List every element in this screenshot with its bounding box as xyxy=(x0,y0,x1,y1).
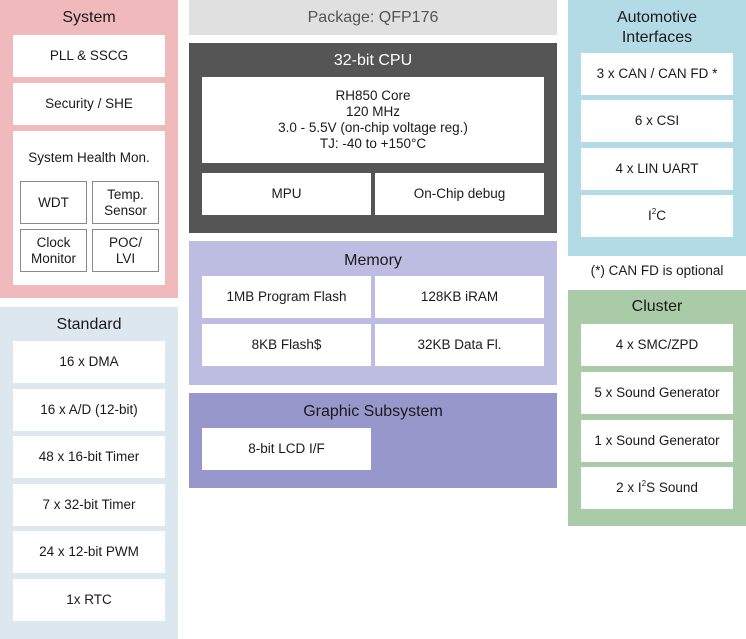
cluster-title: Cluster xyxy=(631,298,683,315)
block-ad: 16 x A/D (12-bit) xyxy=(13,389,165,431)
automotive-panel: Automotive Interfaces 3 x CAN / CAN FD *… xyxy=(568,0,746,256)
block-iram: 128KB iRAM xyxy=(375,276,544,318)
block-can: 3 x CAN / CAN FD * xyxy=(581,53,733,95)
block-32bit-timer: 7 x 32-bit Timer xyxy=(13,484,165,526)
block-security-she: Security / SHE xyxy=(13,83,165,125)
block-clock-monitor: Clock Monitor xyxy=(20,229,87,272)
block-pwm: 24 x 12-bit PWM xyxy=(13,531,165,573)
standard-title: Standard xyxy=(56,316,122,333)
cpu-panel: 32-bit CPU RH850 Core 120 MHz 3.0 - 5.5V… xyxy=(189,43,557,233)
core-line-freq: 120 MHz xyxy=(345,104,401,119)
block-poc-lvi: POC/ LVI xyxy=(92,229,159,272)
can-fd-note: (*) CAN FD is optional xyxy=(590,263,724,278)
block-program-flash: 1MB Program Flash xyxy=(202,276,371,318)
i2c-base: I xyxy=(648,208,652,223)
block-flash-cache: 8KB Flash$ xyxy=(202,324,371,366)
i2s-tail: S Sound xyxy=(646,480,698,495)
block-rh850-core: RH850 Core 120 MHz 3.0 - 5.5V (on-chip v… xyxy=(202,77,544,163)
cluster-panel: Cluster 4 x SMC/ZPD 5 x Sound Generator … xyxy=(568,290,746,526)
block-sound-gen-1: 1 x Sound Generator xyxy=(581,420,733,462)
block-dma: 16 x DMA xyxy=(13,341,165,383)
core-line-name: RH850 Core xyxy=(335,88,411,103)
block-mpu: MPU xyxy=(202,173,371,215)
block-csi: 6 x CSI xyxy=(581,100,733,142)
core-line-voltage: 3.0 - 5.5V (on-chip voltage reg.) xyxy=(278,120,468,135)
package-banner: Package: QFP176 xyxy=(189,0,557,35)
block-sound-gen-5: 5 x Sound Generator xyxy=(581,372,733,414)
package-label: Package: QFP176 xyxy=(307,9,439,26)
memory-title: Memory xyxy=(344,252,402,269)
block-onchip-debug: On-Chip debug xyxy=(375,173,544,215)
memory-panel: Memory 1MB Program Flash 128KB iRAM 8KB … xyxy=(189,241,557,385)
i2s-head: 2 x I xyxy=(616,480,642,495)
cpu-title: 32-bit CPU xyxy=(333,52,413,69)
block-16bit-timer: 48 x 16-bit Timer xyxy=(13,436,165,478)
system-title: System xyxy=(62,9,116,26)
system-panel: System PLL & SSCG Security / SHE System … xyxy=(0,0,178,298)
block-rtc: 1x RTC xyxy=(13,579,165,621)
block-data-flash: 32KB Data Fl. xyxy=(375,324,544,366)
system-health-title: System Health Mon. xyxy=(28,150,150,165)
block-wdt: WDT xyxy=(20,181,87,224)
graphic-panel: Graphic Subsystem 8-bit LCD I/F xyxy=(189,393,557,488)
core-line-temp: TJ: -40 to +150°C xyxy=(319,136,427,151)
standard-panel: Standard 16 x DMA 16 x A/D (12-bit) 48 x… xyxy=(0,307,178,639)
block-pll-sscg: PLL & SSCG xyxy=(13,35,165,77)
graphic-title: Graphic Subsystem xyxy=(303,403,443,420)
block-smc-zpd: 4 x SMC/ZPD xyxy=(581,324,733,366)
block-lcd-if: 8-bit LCD I/F xyxy=(202,428,371,470)
automotive-title: Automotive Interfaces xyxy=(616,9,698,46)
block-lin-uart: 4 x LIN UART xyxy=(581,148,733,190)
i2c-tail: C xyxy=(656,208,666,223)
block-temp-sensor: Temp. Sensor xyxy=(92,181,159,224)
